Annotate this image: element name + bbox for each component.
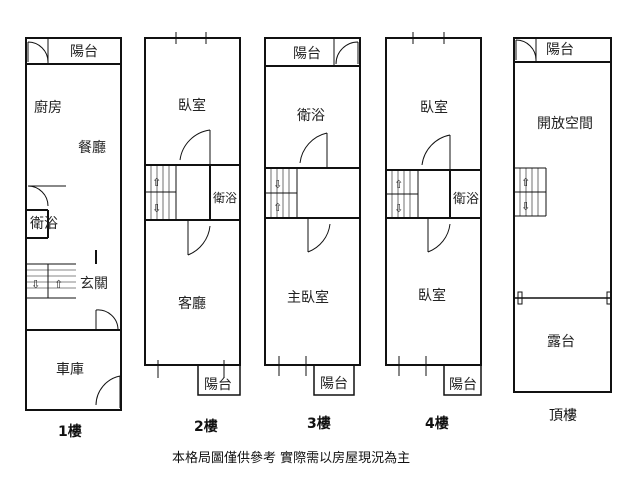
roof-title: 頂樓 [549, 408, 577, 424]
floor-3 [264, 37, 361, 396]
roof-outline [513, 37, 612, 393]
floor-3-bedroom-door-swing [307, 218, 331, 253]
floor-1-title: 1樓 [58, 423, 82, 440]
roof-stair-arrow-down: ⇩ [521, 200, 530, 213]
floor-2 [144, 32, 241, 396]
floor-4-stair-arrow-up: ⇧ [394, 178, 403, 191]
floor-2-outline [144, 37, 241, 366]
floor-3-bath-door-swing [299, 132, 328, 168]
floor-3-front-balcony [313, 364, 355, 396]
floor-1-dining-label: 餐廳 [78, 139, 106, 156]
floor-1-stair-arrow-up: ⇧ [54, 278, 63, 291]
floor-1-bath-door-swing [27, 185, 66, 207]
floor-3-title: 3樓 [307, 415, 331, 432]
roof-stair-arrow-up: ⇧ [521, 176, 530, 189]
floor-3-bath-label: 衛浴 [297, 108, 325, 124]
footer-disclaimer: 本格局圖僅供參考 實際需以房屋現況為主 [172, 450, 410, 466]
floor-1-stair-arrow-down: ⇩ [31, 278, 40, 291]
floor-4-bedroom-front-label: 臥室 [418, 287, 446, 304]
floor-2-stair-arrow-up: ⇧ [152, 176, 161, 189]
floor-4-title: 4樓 [425, 415, 449, 432]
floor-4-stair-arrow-down: ⇩ [394, 202, 403, 215]
floor-3-stair-treads [270, 168, 290, 218]
floor-1-garage-label: 車庫 [56, 361, 84, 378]
roof-open-space-label: 開放空間 [537, 116, 593, 132]
roof-floor [513, 37, 612, 393]
roof-terrace-post-left [517, 291, 523, 305]
floor-3-master-bedroom-label: 主臥室 [287, 289, 329, 306]
floor-2-balcony-label: 陽台 [204, 377, 232, 393]
floor-1-bath-label: 衛浴 [30, 216, 58, 232]
floor-1-garage-door-swing [95, 375, 121, 408]
floor-3-front-balcony-label: 陽台 [320, 376, 348, 392]
floor-1-foyer-label: 玄關 [80, 275, 108, 292]
floor-1-stair-treads [26, 269, 76, 289]
floor-3-stair-arrow-down: ⇩ [273, 178, 282, 191]
floor-3-stair-arrow-up: ⇧ [273, 201, 282, 214]
floor-1 [25, 37, 122, 411]
floor-2-balcony [197, 364, 241, 396]
roof-balcony-label: 陽台 [546, 42, 574, 58]
floor-4-bedroom-back-label: 臥室 [420, 99, 448, 116]
floor-1-foyer-door-swing [95, 309, 119, 331]
roof-stair-treads [519, 168, 539, 216]
roof-terrace-label: 露台 [547, 334, 575, 350]
floor-2-bath-label: 衛浴 [213, 191, 237, 205]
floor-1-kitchen-label: 廚房 [34, 99, 62, 116]
floor-3-outline [264, 37, 361, 366]
floor-4-outline [385, 37, 482, 366]
floor-2-living-door-swing [187, 220, 211, 256]
floor-4-balcony-label: 陽台 [449, 377, 477, 393]
floor-4 [385, 32, 482, 396]
floor-4-balcony [443, 364, 482, 396]
floor-2-bedroom-label: 臥室 [178, 97, 206, 114]
floor-1-balcony-door-swing [27, 41, 49, 63]
floor-2-living-label: 客廳 [178, 295, 206, 312]
floor-2-title: 2樓 [194, 418, 218, 435]
floor-3-balcony-label: 陽台 [293, 46, 321, 62]
floor-1-balcony-label: 陽台 [70, 44, 98, 60]
roof-terrace-post-right [606, 291, 612, 305]
floor-2-top-window-marks [175, 32, 207, 44]
floor-2-stair-treads [150, 165, 170, 220]
floor-2-bedroom-door-swing [179, 129, 211, 165]
roof-balcony-door-swing [515, 39, 537, 61]
floor-2-stair-arrow-down: ⇩ [152, 202, 161, 215]
floor-3-balcony-door-swing [335, 41, 359, 65]
floor-4-front-bedroom-door-swing [427, 218, 451, 253]
floor-4-bath-label: 衛浴 [453, 192, 479, 207]
floor-4-bedroom-door-swing [421, 134, 451, 170]
floor-1-outline [25, 37, 122, 411]
floor-4-top-window-marks [412, 32, 445, 44]
floor-4-stair-treads [391, 170, 411, 218]
